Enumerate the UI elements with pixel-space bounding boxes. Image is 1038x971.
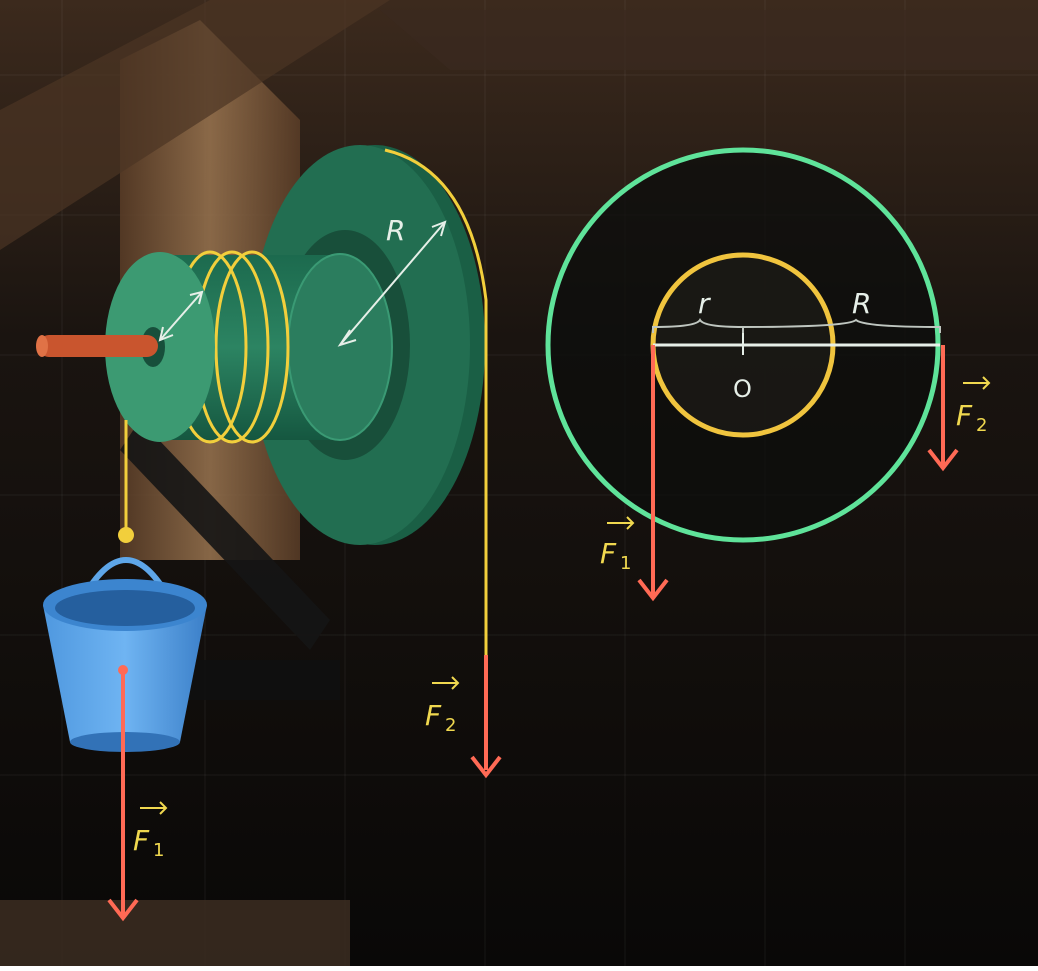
label-f2-left: F 2 — [425, 676, 460, 736]
label-f2-right: F 2 — [956, 376, 991, 436]
wheel-and-axle-icon — [36, 145, 488, 655]
label-f2-right-sub: 2 — [976, 415, 987, 436]
rope-big-wheel — [384, 148, 488, 655]
label-f1-right-sub: 1 — [620, 553, 631, 574]
circle-diagram-icon — [545, 147, 959, 602]
label-radius-left: R — [386, 214, 405, 247]
radius-arrow-small — [158, 290, 204, 342]
label-radius-small-right: r — [698, 287, 711, 320]
label-f1-right-text: F — [600, 537, 617, 570]
label-f2-right-text: F — [956, 399, 973, 432]
label-f1-left-sub: 1 — [153, 840, 164, 861]
label-f1-left-text: F — [133, 824, 150, 857]
label-radius-big-right: R — [852, 287, 871, 320]
label-f2-left-text: F — [425, 699, 442, 732]
radius-arrow-big — [337, 220, 447, 347]
label-f2-left-sub: 2 — [445, 715, 456, 736]
label-f1-right: F 1 — [600, 516, 635, 574]
label-center: O — [733, 375, 752, 403]
label-f1-left: F 1 — [133, 801, 168, 861]
